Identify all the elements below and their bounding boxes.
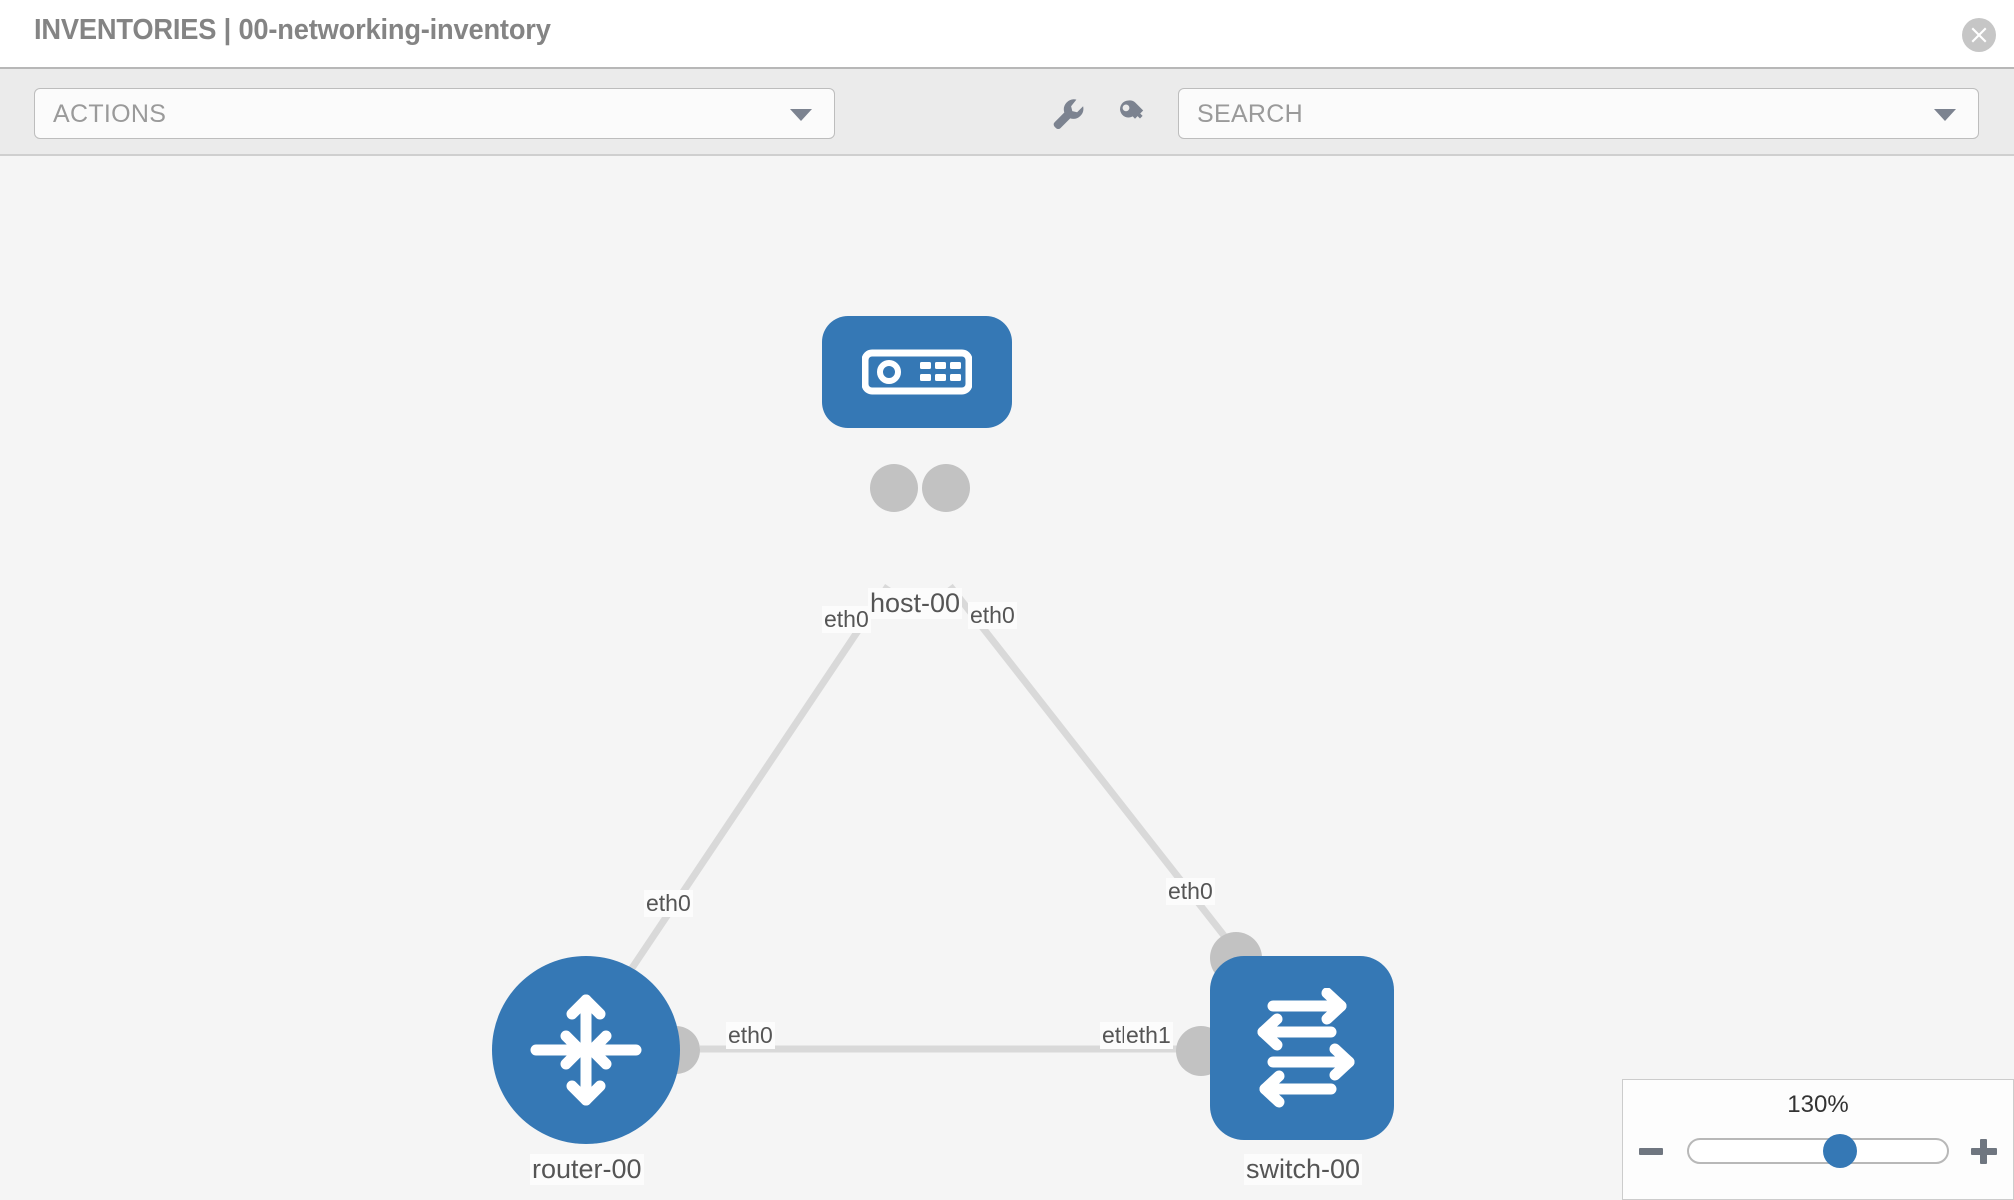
node-switch-00-body[interactable]	[1210, 956, 1394, 1140]
chevron-down-icon	[1934, 108, 1956, 121]
node-switch-00-label: switch-00	[1244, 1154, 1363, 1185]
edge-label-router-top: eth0	[644, 890, 693, 917]
edge-label-host-right: eth0	[968, 602, 1017, 629]
server-icon	[862, 349, 972, 395]
close-icon[interactable]	[1962, 18, 1996, 52]
node-switch-00[interactable]	[1176, 932, 1394, 1148]
zoom-in-button[interactable]	[1967, 1134, 2001, 1168]
node-router-00-body[interactable]	[492, 956, 680, 1144]
toolbar: ACTIONS SEARCH	[0, 69, 2014, 156]
port-host-eth0-left[interactable]	[870, 464, 918, 512]
zoom-control-panel: 130%	[1622, 1079, 2014, 1200]
topology-canvas[interactable]: host-00	[0, 156, 2014, 1200]
zoom-out-button[interactable]	[1635, 1134, 1669, 1168]
zoom-slider-thumb[interactable]	[1823, 1134, 1857, 1168]
node-router-00[interactable]	[492, 956, 700, 1144]
node-host-00[interactable]	[822, 316, 1012, 512]
wrench-icon[interactable]	[1040, 88, 1092, 138]
node-host-00-label: host-00	[868, 588, 963, 619]
actions-dropdown[interactable]: ACTIONS	[34, 88, 835, 139]
chevron-down-icon	[790, 108, 812, 121]
port-host-eth0-right[interactable]	[922, 464, 970, 512]
switch-icon	[1257, 988, 1355, 1108]
edge-label-host-left: eth0	[822, 606, 871, 633]
zoom-level-value: 130%	[1787, 1091, 1849, 1118]
search-input[interactable]: SEARCH	[1178, 88, 1979, 139]
topology-edges	[617, 583, 1243, 1053]
edge-host-router	[617, 584, 891, 988]
search-placeholder: SEARCH	[1197, 100, 1303, 128]
page-title: INVENTORIES | 00-networking-inventory	[34, 14, 551, 46]
key-icon[interactable]	[1108, 88, 1160, 138]
edge-label-switch-top: eth0	[1166, 878, 1215, 905]
edge-label-router-right: eth0	[726, 1022, 775, 1049]
node-router-00-label: router-00	[530, 1154, 644, 1185]
actions-dropdown-label: ACTIONS	[53, 100, 167, 128]
zoom-slider[interactable]	[1687, 1134, 1949, 1168]
edge-label-switch-left: eth1	[1124, 1022, 1173, 1049]
router-icon	[530, 994, 642, 1106]
page-header: INVENTORIES | 00-networking-inventory	[0, 0, 2014, 69]
node-host-00-body[interactable]	[822, 316, 1012, 428]
